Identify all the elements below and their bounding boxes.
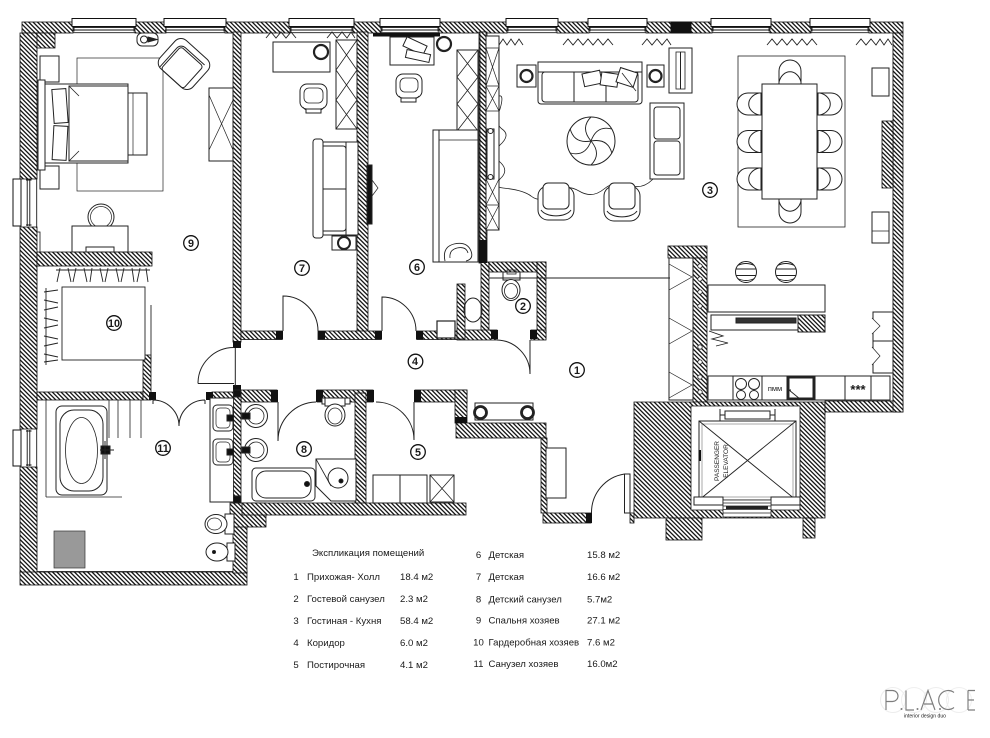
svg-text:2: 2	[293, 594, 298, 605]
svg-text:18.4 м2: 18.4 м2	[400, 572, 433, 583]
svg-text:9: 9	[476, 616, 481, 627]
svg-text:Санузел хозяев: Санузел хозяев	[489, 659, 559, 670]
svg-text:Гостиная - Кухня: Гостиная - Кухня	[307, 616, 381, 627]
svg-text:Коридор: Коридор	[307, 638, 345, 649]
svg-text:Спальня хозяев: Спальня хозяев	[489, 616, 560, 627]
svg-text:3: 3	[293, 616, 298, 627]
svg-text:11: 11	[474, 659, 484, 670]
svg-text:27.1 м2: 27.1 м2	[587, 616, 620, 627]
svg-text:10: 10	[108, 318, 120, 330]
svg-text:5: 5	[293, 660, 298, 671]
svg-text:***: ***	[850, 382, 866, 397]
svg-text:5.7м2: 5.7м2	[587, 595, 612, 606]
svg-text:9: 9	[188, 238, 194, 250]
svg-text:1: 1	[293, 572, 298, 583]
svg-text:Детский санузел: Детский санузел	[489, 595, 562, 606]
svg-text:7: 7	[476, 572, 481, 583]
svg-text:7: 7	[299, 263, 305, 275]
svg-text:ELEVATOR: ELEVATOR	[723, 444, 730, 478]
svg-text:5: 5	[415, 447, 421, 459]
svg-text:Экспликация помещений: Экспликация помещений	[312, 548, 424, 559]
svg-text:2: 2	[520, 301, 526, 313]
svg-text:2.3 м2: 2.3 м2	[400, 594, 428, 605]
svg-text:6: 6	[414, 262, 420, 274]
svg-text:15.8 м2: 15.8 м2	[587, 550, 620, 561]
svg-text:Детская: Детская	[489, 572, 525, 583]
svg-text:Детская: Детская	[489, 550, 525, 561]
svg-text:Гардеробная хозяев: Гардеробная хозяев	[489, 638, 580, 649]
svg-text:PASSENGER: PASSENGER	[714, 441, 721, 481]
svg-text:6.0 м2: 6.0 м2	[400, 638, 428, 649]
svg-text:1: 1	[574, 365, 580, 377]
svg-text:11: 11	[157, 443, 168, 455]
svg-text:16.6 м2: 16.6 м2	[587, 572, 620, 583]
svg-text:interior design duo: interior design duo	[904, 714, 946, 720]
svg-text:4: 4	[293, 638, 299, 649]
svg-text:8: 8	[476, 595, 481, 606]
svg-text:пмм: пмм	[768, 384, 782, 393]
svg-text:4: 4	[412, 356, 418, 368]
svg-text:Прихожая- Холл: Прихожая- Холл	[307, 572, 380, 583]
svg-text:10: 10	[473, 638, 484, 649]
svg-text:Постирочная: Постирочная	[307, 660, 365, 671]
svg-text:58.4 м2: 58.4 м2	[400, 616, 433, 627]
svg-text:6: 6	[476, 550, 481, 561]
svg-text:7.6 м2: 7.6 м2	[587, 638, 615, 649]
svg-text:4.1 м2: 4.1 м2	[400, 660, 428, 671]
svg-text:3: 3	[707, 185, 713, 197]
svg-text:16.0м2: 16.0м2	[587, 659, 618, 670]
svg-text:Гостевой санузел: Гостевой санузел	[307, 594, 385, 605]
svg-text:8: 8	[301, 444, 307, 456]
